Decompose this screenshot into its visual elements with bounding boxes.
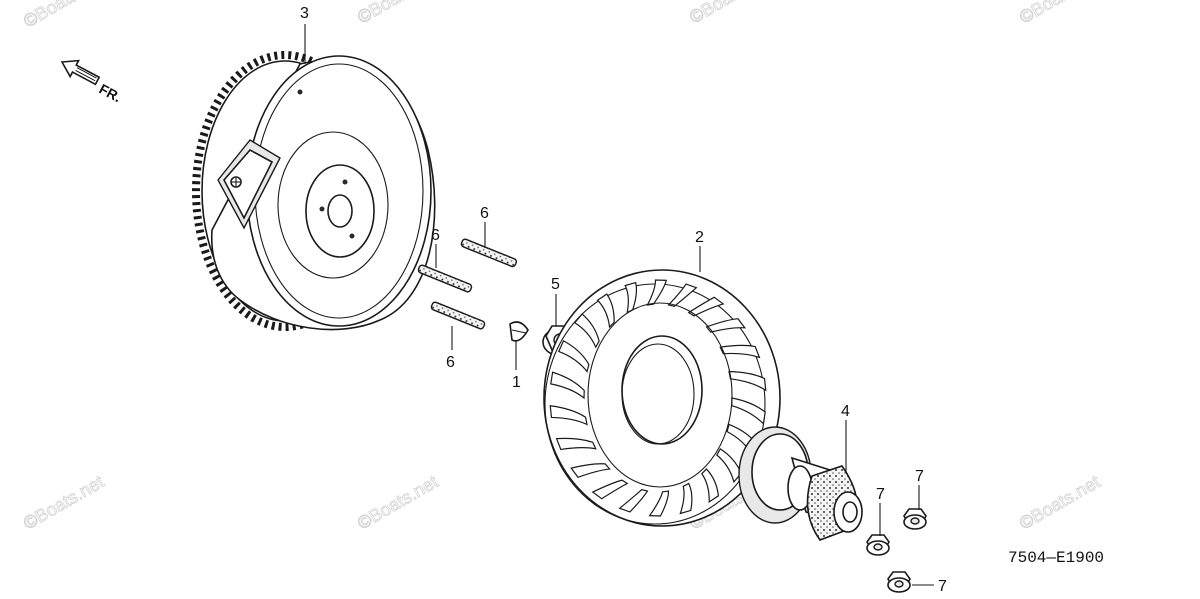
- starter-pulley-part-4: [738, 426, 863, 541]
- fan-blade: [570, 463, 611, 479]
- callout-6b: 6: [431, 227, 440, 244]
- fan-blade: [705, 318, 747, 333]
- callout-6a: 6: [480, 205, 489, 222]
- callout-7c: 7: [938, 578, 947, 595]
- watermark: ©Boats.net: [20, 471, 107, 533]
- nuts-part-7: [866, 508, 927, 593]
- fan-blade: [555, 437, 597, 451]
- callout-3: 3: [300, 5, 309, 22]
- watermark: ©Boats.net: [354, 0, 441, 27]
- watermark: ©Boats.net: [1016, 471, 1103, 533]
- callout-2: 2: [695, 229, 704, 246]
- fan-blade: [624, 281, 638, 314]
- callout-1: 1: [512, 374, 521, 391]
- watermark: ©Boats.net: [354, 471, 441, 533]
- callout-7a: 7: [876, 486, 885, 503]
- leader-lines: [304, 24, 934, 586]
- fan-blade: [550, 371, 585, 400]
- fan-blade: [701, 468, 720, 504]
- fan-blade: [731, 397, 766, 426]
- cooling-fan-part-2: [543, 269, 781, 527]
- fan-blade: [687, 296, 725, 317]
- fan-blade: [728, 370, 767, 392]
- fan-blade: [667, 283, 698, 307]
- watermark: ©Boats.net: [20, 0, 107, 31]
- fan-blade: [716, 447, 742, 484]
- fan-blade: [719, 344, 761, 359]
- flywheel-part-3: [192, 51, 436, 331]
- front-direction-label: FR.: [97, 81, 124, 106]
- fan-blade: [618, 489, 649, 513]
- fan-blade: [648, 490, 670, 517]
- callout-5: 5: [551, 276, 560, 293]
- watermark: ©Boats.net: [686, 0, 773, 27]
- callouts: 3 6 6 6 1 5 2 4 7 7 7: [300, 5, 947, 595]
- fan-blade: [557, 340, 590, 373]
- diagram-code: 7504—E1900: [1008, 549, 1104, 567]
- callout-6c: 6: [446, 354, 455, 371]
- woodruff-key-part-1: [509, 321, 529, 342]
- watermark: ©Boats.net: [1016, 0, 1103, 27]
- fan-blade: [549, 405, 588, 426]
- front-direction-arrow: FR.: [60, 59, 124, 106]
- fan-blade: [573, 313, 600, 349]
- fan-blade: [679, 482, 693, 515]
- stud-bolts-part-6: [417, 238, 518, 330]
- callout-4: 4: [841, 403, 850, 420]
- fan-blade: [591, 479, 629, 500]
- fan-blade: [646, 279, 668, 306]
- fan-blade: [596, 293, 615, 329]
- callout-7b: 7: [915, 468, 924, 485]
